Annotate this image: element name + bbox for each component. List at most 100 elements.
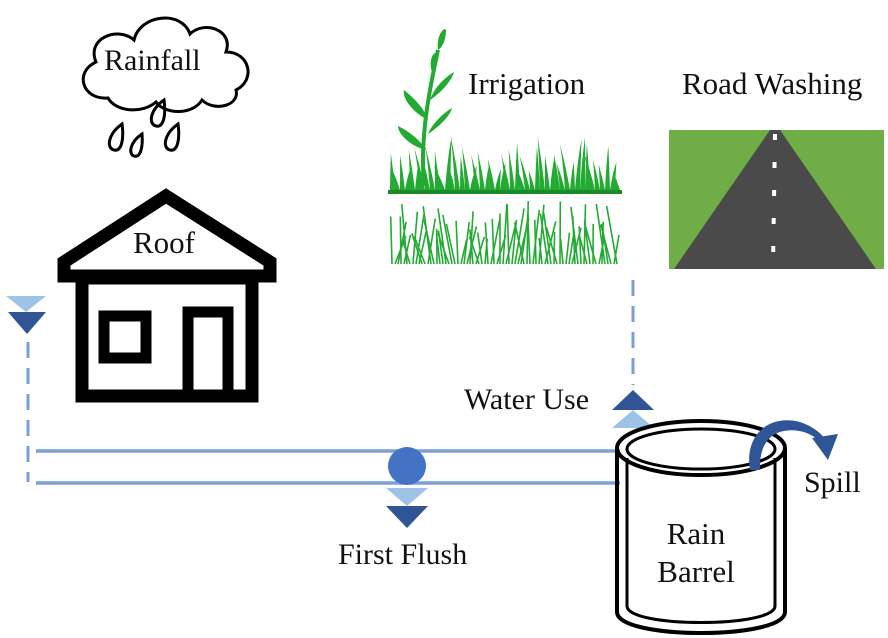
grass-strand — [584, 226, 597, 265]
grass-strand — [445, 223, 456, 265]
rain-barrel-icon — [615, 419, 787, 635]
road-icon — [669, 130, 884, 269]
grass-strand — [468, 236, 480, 265]
grass-strand — [423, 220, 435, 265]
grass-blade — [408, 149, 415, 190]
grass-blade — [391, 167, 400, 190]
grass-blade — [554, 154, 560, 190]
grass-strand — [511, 220, 518, 265]
water-use-arrow — [612, 390, 654, 428]
grass-blade — [528, 170, 535, 190]
grass-strand — [526, 213, 531, 265]
grass-blade — [550, 155, 555, 190]
grass-strand — [565, 232, 571, 265]
grass-blade — [613, 171, 620, 190]
grass-blade — [570, 161, 575, 190]
grass-strand — [613, 234, 620, 265]
grass-blade — [556, 161, 565, 190]
grass-strand — [418, 230, 428, 265]
grass-blade — [425, 146, 435, 190]
raindrops-icon — [107, 97, 181, 158]
grass-blade — [516, 166, 525, 190]
grass-blade — [575, 139, 582, 190]
grass-strand — [397, 221, 407, 265]
grass-strand — [413, 236, 426, 265]
grass-blade — [535, 146, 540, 190]
grass-blade — [537, 135, 545, 190]
grass-strand — [437, 233, 450, 265]
grass-strand — [595, 203, 606, 265]
rain-cloud-icon — [81, 16, 250, 113]
grass-strand — [411, 233, 423, 265]
grass-blade — [495, 168, 501, 190]
grass-strand — [553, 231, 556, 265]
grass-blade — [449, 167, 455, 190]
grass-strand — [570, 206, 579, 265]
grass-strand — [533, 219, 537, 265]
grass-blade — [544, 155, 550, 190]
curved-arrow-icon — [749, 420, 838, 470]
grass-blade — [593, 159, 600, 190]
grass-blade — [461, 146, 470, 190]
grass-strand — [538, 204, 545, 265]
rainfall-label: Rainfall — [104, 44, 201, 77]
grass-blade — [477, 151, 485, 190]
grass-blade — [605, 145, 610, 190]
grass-blade — [508, 149, 515, 190]
road-washing-label: Road Washing — [682, 66, 863, 101]
water-use-label: Water Use — [464, 383, 590, 416]
grass-blade — [450, 135, 460, 190]
house-icon — [57, 188, 277, 403]
grass-strand — [389, 216, 393, 265]
grass-strand — [401, 238, 411, 265]
grass-blade — [580, 136, 586, 190]
grass-strand — [463, 221, 471, 265]
grass-blade — [598, 163, 605, 190]
grass-strand — [545, 227, 558, 265]
irrigation-label: Irrigation — [468, 66, 586, 101]
grass-strand — [469, 229, 474, 265]
grass-blade — [471, 155, 480, 190]
grass-blade — [400, 155, 405, 190]
grass-strand — [542, 212, 552, 265]
grass-strand — [415, 213, 425, 265]
pipe — [36, 449, 620, 485]
grass-strand — [442, 214, 453, 265]
grass-strand — [513, 222, 525, 265]
grass-blade — [519, 154, 530, 190]
grass-strand — [401, 204, 408, 265]
rain-barrel-label-line2: Barrel — [657, 554, 735, 589]
grass-strand — [491, 218, 495, 265]
grass-strand — [578, 226, 582, 265]
grass-strand — [605, 205, 618, 265]
grass-strand — [437, 208, 447, 265]
roof-label: Roof — [133, 225, 195, 260]
grass-blade — [485, 166, 490, 190]
first-flush-valve-icon — [388, 447, 426, 485]
grass-strand — [526, 201, 530, 265]
grass-strand — [455, 220, 459, 265]
grass-strand — [506, 204, 510, 265]
roof-inflow-arrow — [6, 296, 46, 334]
rain-barrel-label-line1: Rain — [666, 516, 726, 551]
grass-strand — [532, 209, 541, 265]
grass-strand — [427, 218, 437, 265]
grass-blade — [501, 154, 510, 190]
grass-strand — [539, 213, 549, 265]
grass-strand — [559, 238, 564, 265]
grass-strand — [514, 208, 525, 265]
grass-blade — [460, 156, 465, 190]
first-flush-label: First Flush — [338, 538, 468, 571]
grass-strand — [583, 220, 591, 265]
grass-icon — [388, 29, 622, 265]
grass-strand — [599, 224, 612, 265]
grass-strand — [436, 237, 441, 265]
grass-strand — [583, 204, 587, 265]
grass-blade — [433, 165, 445, 190]
grass-strand — [476, 232, 483, 265]
grass-blade — [487, 158, 495, 190]
grass-blade — [559, 143, 570, 190]
grass-strand — [484, 222, 489, 265]
grass-strand — [502, 203, 508, 265]
